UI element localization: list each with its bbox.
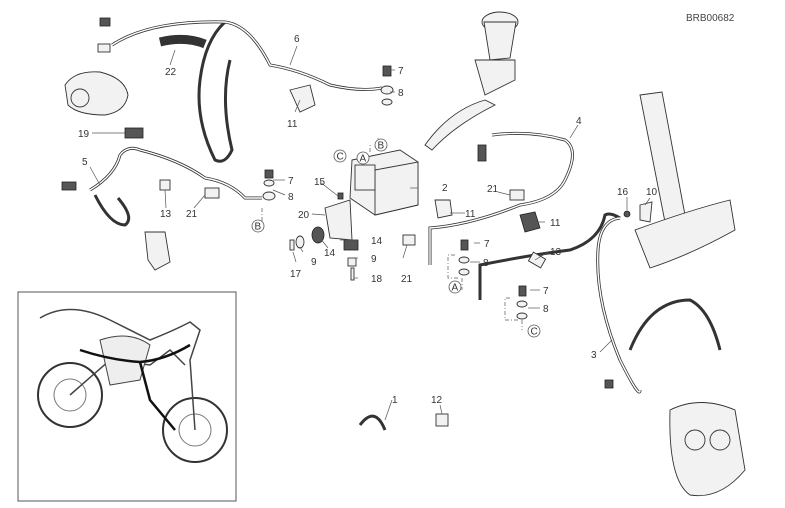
abs-control-unit-2 <box>349 149 419 216</box>
clip-12 <box>435 413 449 427</box>
callout-18: 18 <box>371 274 383 285</box>
brake-hose-6 <box>111 20 383 163</box>
clip-21-front <box>509 189 525 201</box>
callout-3: 3 <box>591 350 597 361</box>
bolt-16 <box>623 210 631 218</box>
callout-11: 11 <box>550 218 561 229</box>
callout-6: 6 <box>294 34 300 45</box>
ref-label-a: A <box>452 283 459 294</box>
leader-lines <box>89 45 651 421</box>
brake-hose-3 <box>596 216 722 394</box>
ref-circle-c1 <box>333 149 347 163</box>
callout-16: 16 <box>617 187 629 198</box>
callout-9: 9 <box>311 257 317 268</box>
clamp-11-mid <box>434 199 453 219</box>
callout-7: 7 <box>543 286 549 297</box>
callout-7: 7 <box>484 239 490 250</box>
callout-22: 22 <box>165 67 177 78</box>
front-fork <box>634 91 736 269</box>
abs-bolts <box>262 65 394 201</box>
callout-7: 7 <box>288 176 294 187</box>
clip-13 <box>159 179 171 191</box>
callout-1: 1 <box>392 395 398 406</box>
callout-10: 10 <box>646 187 658 198</box>
callout-14: 14 <box>324 248 336 259</box>
callout-19: 19 <box>78 129 90 140</box>
clip-13-front <box>527 251 547 269</box>
diagram-code: BRB00682 <box>686 13 735 24</box>
callout-11: 11 <box>287 119 298 130</box>
ref-circle-c2 <box>527 324 541 338</box>
motorcycle-overview-inset <box>17 291 237 502</box>
ref-label-b: B <box>255 222 262 233</box>
callout-21: 21 <box>401 274 413 285</box>
ref-circle-a2 <box>448 280 462 294</box>
clip-21 <box>204 187 220 199</box>
callout-14: 14 <box>371 236 383 247</box>
bracket-20 <box>324 199 353 241</box>
protective-sleeve-22 <box>158 34 207 49</box>
clip-1 <box>358 414 387 431</box>
clip-21-mid <box>402 234 416 246</box>
ref-label-c: C <box>531 327 538 338</box>
callout-11: 11 <box>465 209 476 220</box>
callout-21: 21 <box>186 209 198 220</box>
callout-2: 2 <box>442 183 448 194</box>
rear-master-cylinder-fitting <box>144 231 171 271</box>
ref-label-b: B <box>378 141 385 152</box>
banjo-bolt <box>61 181 77 191</box>
rear-brake-caliper <box>64 17 129 116</box>
callout-12: 12 <box>431 395 443 406</box>
ref-label-a: A <box>360 154 367 165</box>
ref-label-c: C <box>337 152 344 163</box>
ref-circle-b2 <box>251 219 265 233</box>
front-bolts <box>458 239 528 320</box>
brake-hose-4 <box>428 131 621 300</box>
callout-4: 4 <box>576 116 582 127</box>
ref-circle-a1 <box>356 151 370 165</box>
clamp-11-front <box>519 211 541 233</box>
front-brake-caliper <box>604 379 746 497</box>
callout-13: 13 <box>550 247 562 258</box>
clamp-10 <box>639 201 653 223</box>
callout-5: 5 <box>82 157 88 168</box>
callout-8: 8 <box>398 88 404 99</box>
brake-pipe-5 <box>89 146 262 227</box>
callout-20: 20 <box>298 210 310 221</box>
callout-17: 17 <box>290 269 302 280</box>
callout-21: 21 <box>487 184 499 195</box>
callout-8: 8 <box>483 258 489 269</box>
callout-8: 8 <box>543 304 549 315</box>
callout-8: 8 <box>288 192 294 203</box>
callout-13: 13 <box>160 209 172 220</box>
sensor-19 <box>124 127 144 139</box>
front-master-cylinder <box>424 11 519 162</box>
callout-15: 15 <box>314 177 326 188</box>
callout-7: 7 <box>398 66 404 77</box>
callout-9: 9 <box>371 254 377 265</box>
clamp-11-rear <box>289 84 316 113</box>
ref-circle-b1 <box>374 138 388 152</box>
